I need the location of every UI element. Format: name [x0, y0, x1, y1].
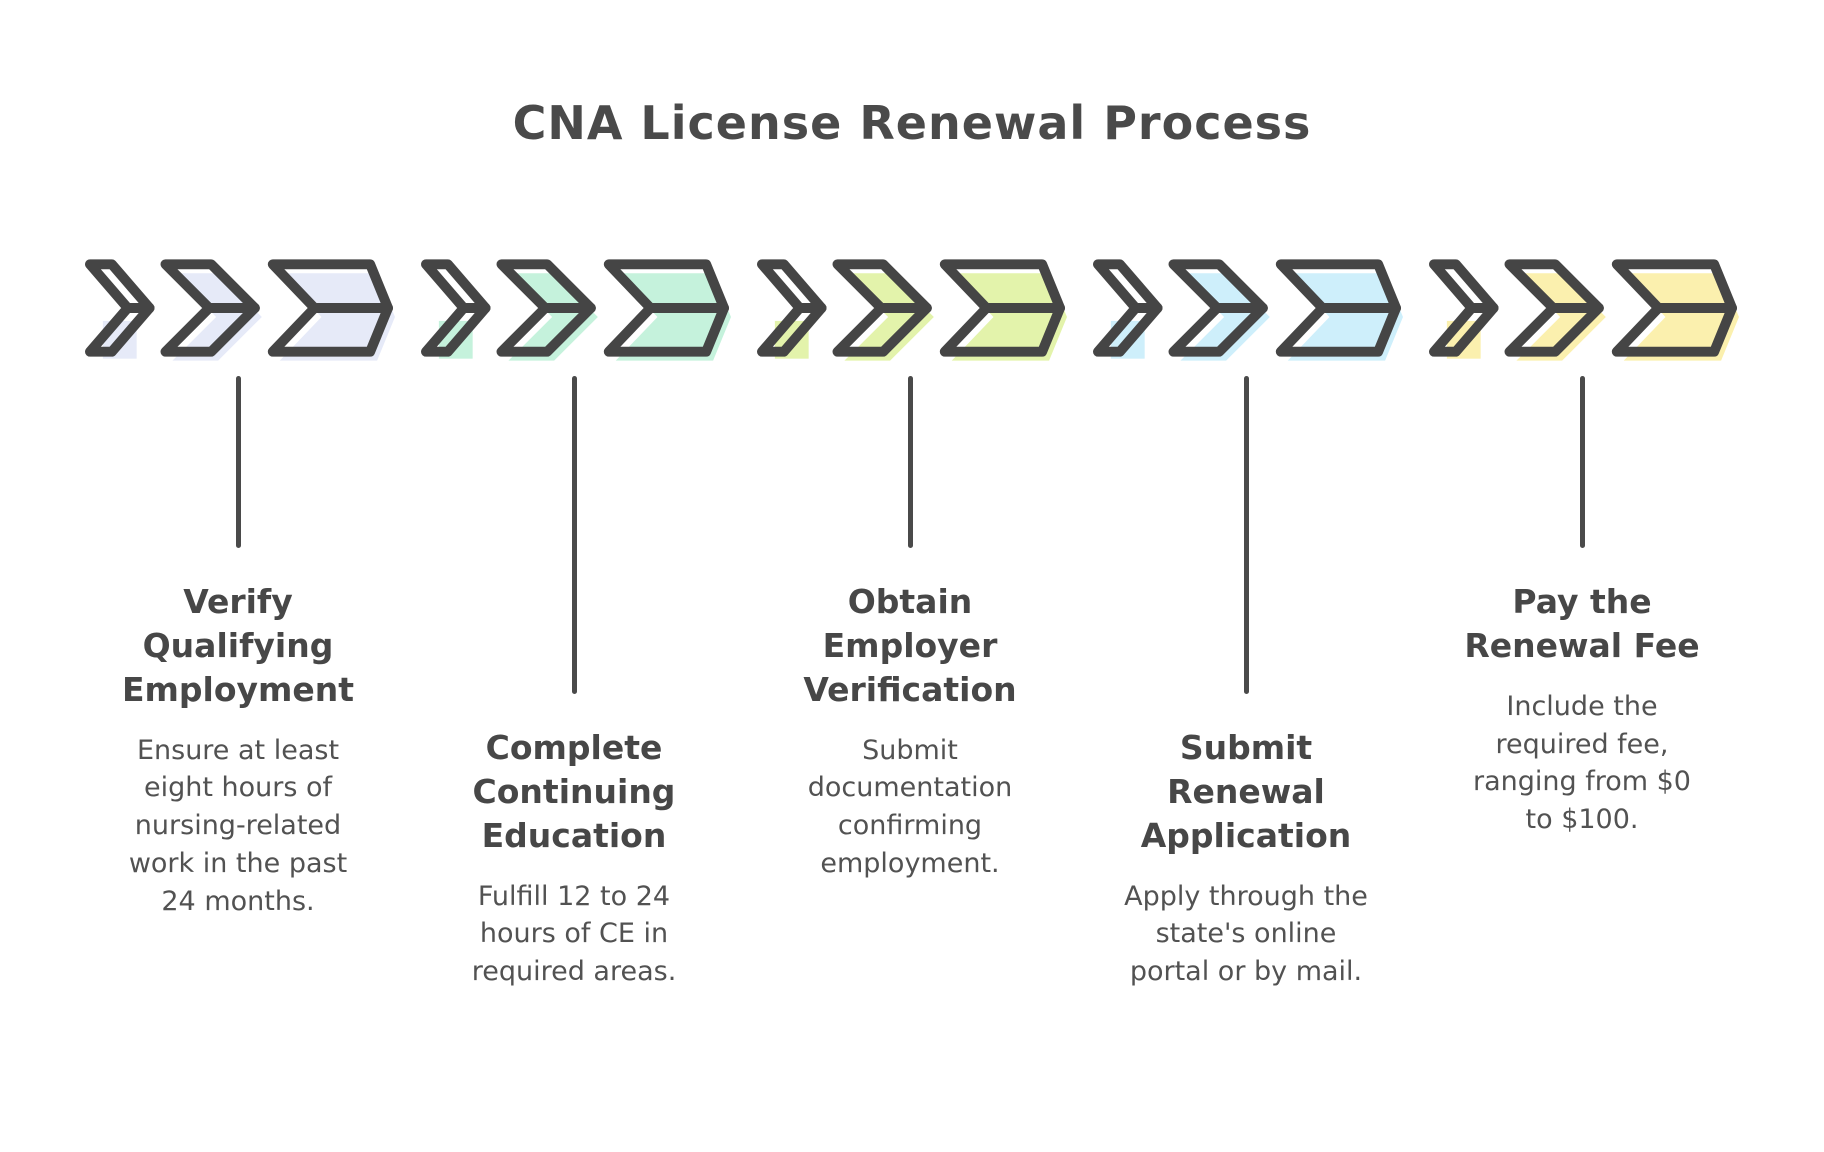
chevron-outline-group — [1428, 259, 1737, 357]
chevron-outline-group — [756, 259, 1065, 357]
step-description: Include the required fee, ranging from $… — [1472, 690, 1691, 836]
step-description: Apply through the state's online portal … — [1124, 880, 1368, 988]
step-title: Pay the Renewal Fee — [1464, 582, 1700, 665]
connector-line — [235, 376, 241, 548]
step-title: Verify Qualifying Employment — [121, 582, 355, 709]
step-title: Submit Renewal Application — [1140, 728, 1352, 855]
diagram-title: CNA License Renewal Process — [512, 96, 1312, 150]
step-description: Fulfill 12 to 24 hours of CE in required… — [471, 880, 677, 988]
chevron-outline-group — [420, 259, 729, 357]
step-column-1: Verify Qualifying Employment Ensure at l… — [70, 256, 406, 991]
step-column-2: Complete Continuing Education Fulfill 12… — [406, 256, 742, 991]
connector-line — [1243, 376, 1249, 694]
step-description: Ensure at least eight hours of nursing-r… — [128, 734, 348, 917]
step-title: Obtain Employer Verification — [803, 582, 1017, 709]
connector-line — [571, 376, 577, 694]
chevron-outline-group — [1092, 259, 1401, 357]
connector-line — [1579, 376, 1585, 548]
step-column-3: Obtain Employer Verification Submit docu… — [742, 256, 1078, 991]
steps-row: Verify Qualifying Employment Ensure at l… — [70, 256, 1754, 991]
connector-line — [907, 376, 913, 548]
step-description: Submit documentation confirming employme… — [807, 734, 1013, 880]
step-title: Complete Continuing Education — [472, 728, 676, 855]
triple-chevron-right-icon — [420, 256, 731, 361]
triple-chevron-right-icon — [1092, 256, 1403, 361]
chevron-outline-group — [84, 259, 393, 357]
triple-chevron-right-icon — [756, 256, 1067, 361]
step-column-5: Pay the Renewal Fee Include the required… — [1414, 256, 1750, 991]
step-column-4: Submit Renewal Application Apply through… — [1078, 256, 1414, 991]
triple-chevron-right-icon — [1428, 256, 1739, 361]
triple-chevron-right-icon — [84, 256, 395, 361]
